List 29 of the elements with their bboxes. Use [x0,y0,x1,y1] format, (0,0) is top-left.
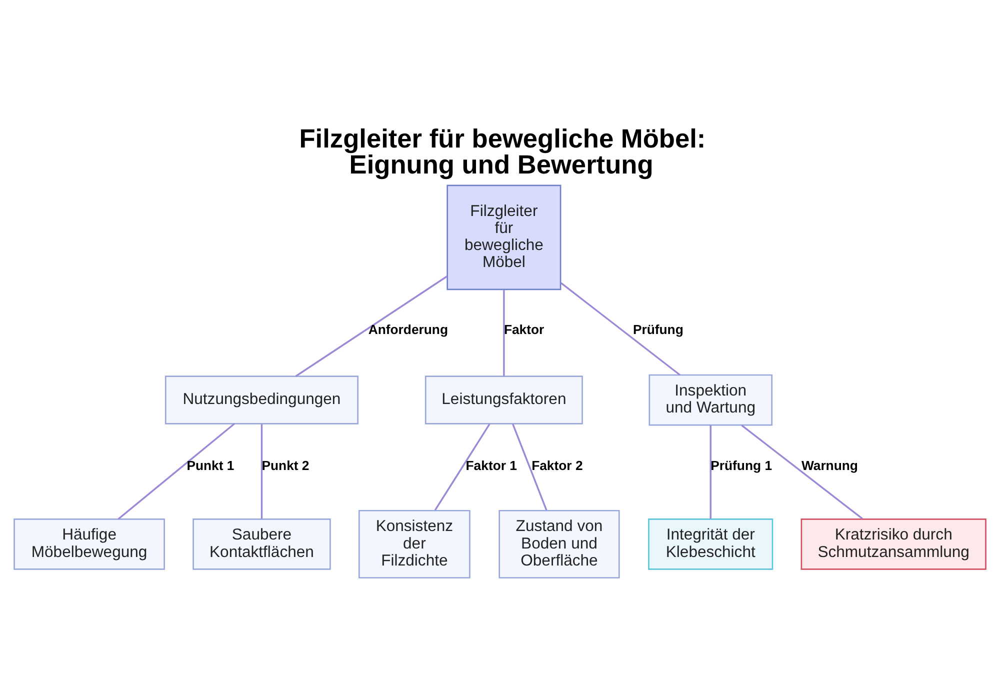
edge-label: Faktor 2 [532,458,583,473]
edge-label: Anforderung [368,322,448,338]
node-box: Kratzrisiko durch Schmutzansammlung [800,518,986,570]
connector [560,282,681,376]
connector [260,424,263,519]
diagram-title: Filzgleiter für bewegliche Möbel: Eignung und Bewertung [299,123,706,180]
node-box: Zustand von Boden und Oberfläche [498,510,620,578]
edge-label: Faktor [504,322,544,338]
node-box: Inspektion und Wartung [648,374,772,426]
node-box: Filzgleiter für bewegliche Möbel [446,184,562,290]
node-box: Integrität der Klebeschicht [648,518,774,570]
edge-label: Prüfung 1 [710,458,772,473]
node-box: Leistungsfaktoren [424,376,583,424]
node-box: Saubere Kontaktflächen [192,518,331,570]
connector [741,424,863,520]
edge-label: Warnung [801,458,858,473]
node-box: Häufige Möbelbewegung [14,518,165,570]
node-box: Konsistenz der Filzdichte [358,510,470,578]
connector [295,276,448,377]
connector [118,423,235,520]
connector [512,424,548,510]
edge-label: Punkt 2 [262,458,310,473]
connector [503,290,505,376]
edge-label: Prüfung [632,322,684,338]
node-box: Nutzungsbedingungen [164,376,358,424]
edge-label: Faktor 1 [466,458,517,473]
connector [434,424,490,511]
edge-label: Punkt 1 [186,458,234,473]
connector [710,425,712,519]
